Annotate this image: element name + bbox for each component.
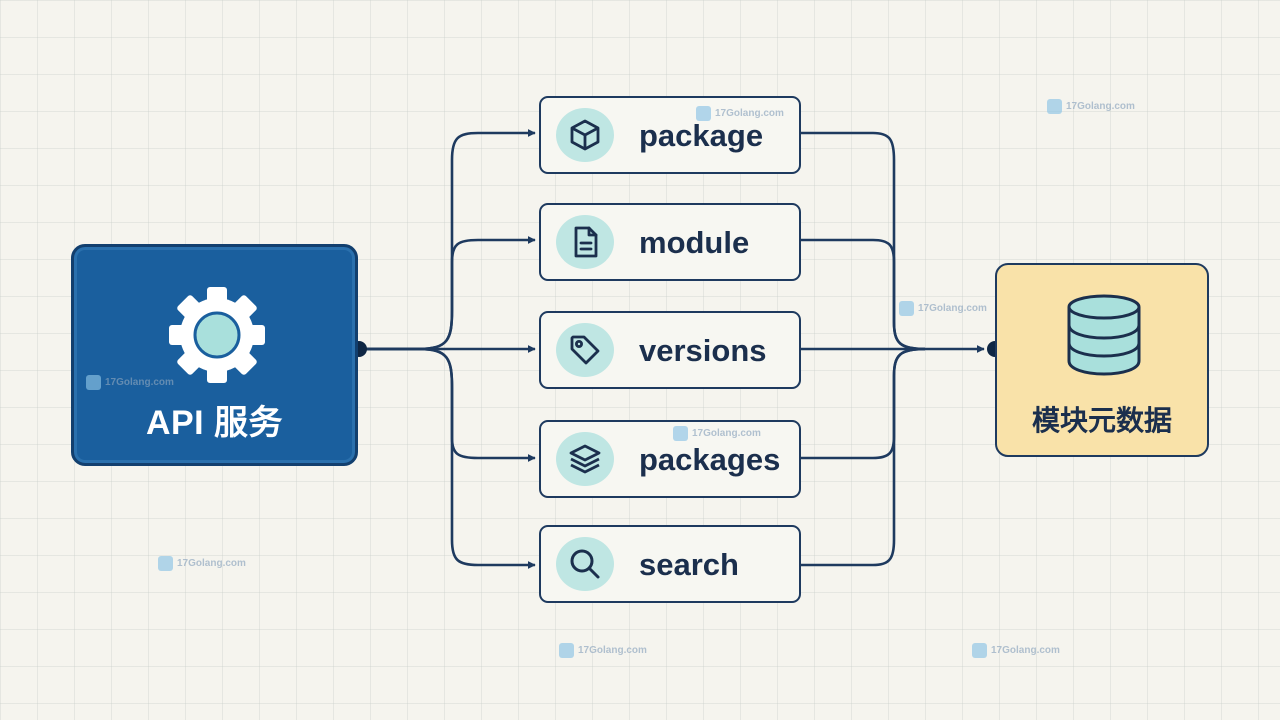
connector-to-module (358, 236, 536, 351)
watermark-logo-icon (673, 426, 688, 441)
module-metadata-label: 模块元数据 (1031, 405, 1172, 436)
watermark: 17Golang.com (158, 556, 246, 571)
connector-from-search (801, 347, 926, 567)
watermark-logo-icon (158, 556, 173, 571)
gear-icon (169, 287, 265, 383)
watermark-text: 17Golang.com (177, 558, 246, 569)
endpoint-badge (556, 108, 614, 162)
database-icon (1067, 294, 1141, 376)
watermark: 17Golang.com (696, 106, 784, 121)
endpoint-label: search (639, 547, 739, 582)
endpoint-packages[interactable]: packages (539, 420, 801, 498)
endpoint-label: versions (639, 333, 767, 368)
watermark: 17Golang.com (673, 426, 761, 441)
watermark-text: 17Golang.com (105, 377, 174, 388)
watermark-text: 17Golang.com (1066, 101, 1135, 112)
api-service-label: API 服务 (145, 404, 284, 442)
watermark-text: 17Golang.com (578, 645, 647, 656)
endpoint-label: packages (639, 442, 781, 477)
endpoint-label: module (639, 225, 750, 260)
watermark-text: 17Golang.com (715, 108, 784, 119)
watermark-logo-icon (559, 643, 574, 658)
connector-from-packages (801, 347, 926, 460)
endpoint-badge (556, 537, 614, 591)
endpoint-package[interactable]: package (539, 96, 801, 174)
document-icon (574, 226, 598, 258)
api-service-node: API 服务 (71, 244, 358, 466)
endpoint-label: package (639, 118, 764, 153)
layers-icon (569, 444, 601, 474)
watermark-logo-icon (1047, 99, 1062, 114)
endpoint-badge (556, 215, 614, 269)
watermark-text: 17Golang.com (918, 303, 987, 314)
cube-icon (570, 119, 600, 151)
watermark-logo-icon (972, 643, 987, 658)
watermark-logo-icon (696, 106, 711, 121)
watermark-logo-icon (86, 375, 101, 390)
endpoint-badge (556, 323, 614, 377)
connector-to-search (358, 347, 536, 569)
module-metadata-node: 模块元数据 (995, 263, 1209, 457)
endpoint-module[interactable]: module (539, 203, 801, 281)
connector-to-packages (358, 347, 536, 462)
tag-icon (570, 335, 600, 365)
watermark: 17Golang.com (86, 375, 174, 390)
connector-from-module (801, 238, 926, 351)
watermark: 17Golang.com (899, 301, 987, 316)
endpoint-search[interactable]: search (539, 525, 801, 603)
endpoint-versions[interactable]: versions (539, 311, 801, 389)
watermark-logo-icon (899, 301, 914, 316)
watermark: 17Golang.com (1047, 99, 1135, 114)
watermark: 17Golang.com (972, 643, 1060, 658)
search-icon (570, 549, 600, 579)
endpoint-badge (556, 432, 614, 486)
watermark: 17Golang.com (559, 643, 647, 658)
watermark-text: 17Golang.com (991, 645, 1060, 656)
watermark-text: 17Golang.com (692, 428, 761, 439)
